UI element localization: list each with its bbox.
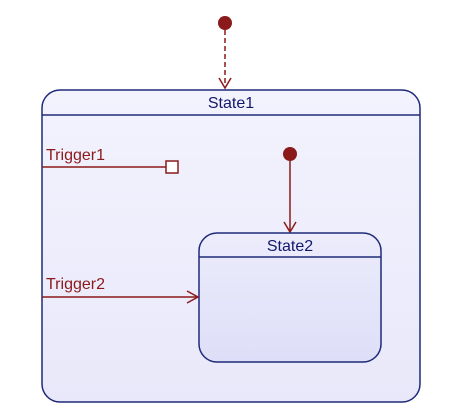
outer-initial-state[interactable] [218,16,232,30]
outer-initial-arrowhead [218,77,232,90]
inner-initial-arrowhead [283,221,297,234]
state2-box[interactable]: State2 [198,232,382,363]
trigger1-label: Trigger1 [46,147,105,164]
trigger2-transition[interactable]: Trigger2 [42,276,200,304]
state1-name: State1 [208,95,254,112]
inner-initial-state[interactable] [283,147,297,161]
trigger1-end-marker [165,160,179,174]
state2-name: State2 [267,238,313,255]
trigger1-transition[interactable]: Trigger1 [42,147,179,174]
trigger2-arrowhead [186,290,200,304]
trigger2-label: Trigger2 [46,276,105,293]
